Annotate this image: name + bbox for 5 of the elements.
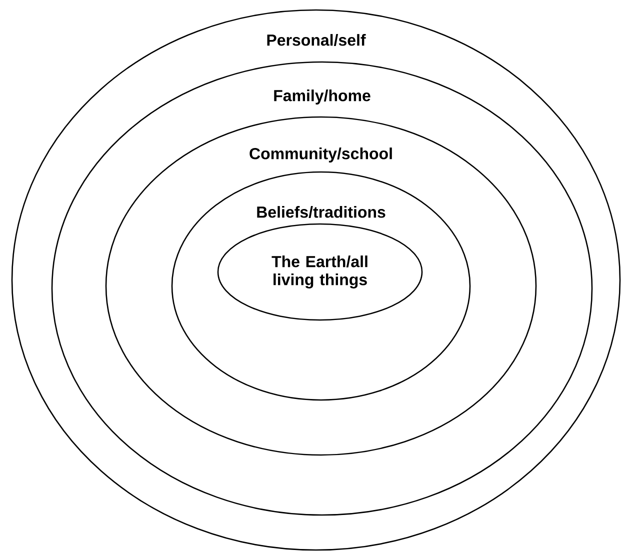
ring-label: Family/home <box>274 90 370 104</box>
ring-label: Community/school <box>250 148 392 162</box>
ring-label: Personal/self <box>267 34 366 46</box>
ring-label: Beliefs/traditions <box>257 206 386 218</box>
ring-label: The Earth/all living things <box>272 256 368 288</box>
